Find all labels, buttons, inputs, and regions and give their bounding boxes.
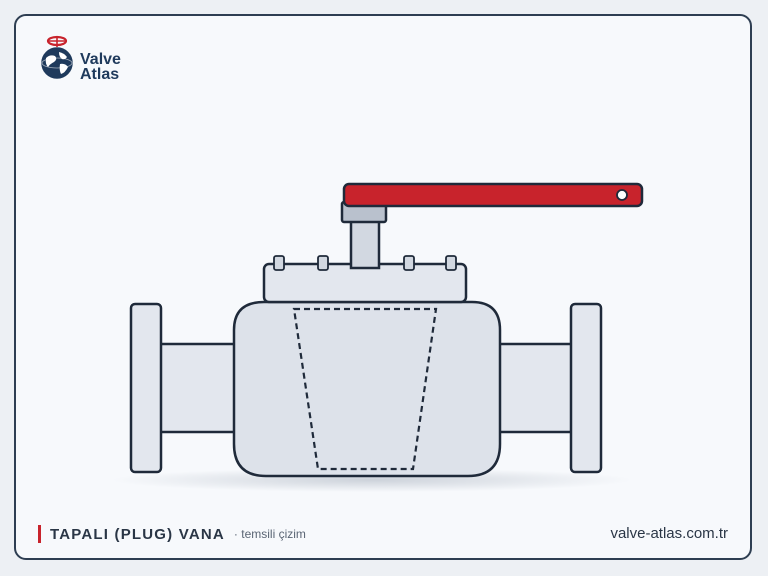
right-flange <box>569 302 603 474</box>
brand-name: Valve Atlas <box>80 51 121 83</box>
left-pipe <box>158 342 238 434</box>
handle-hole <box>616 189 628 201</box>
plug-valve-diagram <box>112 182 644 492</box>
bonnet-bolt <box>445 255 457 271</box>
valve-body <box>232 300 502 478</box>
ground-shadow <box>112 468 632 492</box>
valve-wheel-icon <box>46 35 68 47</box>
caption-accent-bar <box>38 525 41 543</box>
bonnet-cover <box>262 262 468 304</box>
left-flange <box>129 302 163 474</box>
globe-icon <box>41 35 73 79</box>
website-link[interactable]: valve-atlas.com.tr <box>610 525 728 542</box>
frame-card: Valve Atlas <box>14 14 752 560</box>
bonnet-bolt <box>273 255 285 271</box>
caption: TAPALI (PLUG) VANA · temsili çizim <box>38 524 306 544</box>
brand-logo: Valve Atlas <box>36 34 146 90</box>
right-pipe <box>496 342 576 434</box>
bonnet-bolt <box>403 255 415 271</box>
caption-title: TAPALI (PLUG) VANA <box>50 525 225 543</box>
brand-name-line2: Atlas <box>80 66 120 83</box>
handle-lever <box>342 182 644 208</box>
valve-stem <box>349 216 381 270</box>
caption-subtitle: · temsili çizim <box>233 527 306 541</box>
bonnet-bolt <box>317 255 329 271</box>
tapered-plug-outline <box>292 307 438 471</box>
brand-name-line1: Valve <box>80 51 121 68</box>
